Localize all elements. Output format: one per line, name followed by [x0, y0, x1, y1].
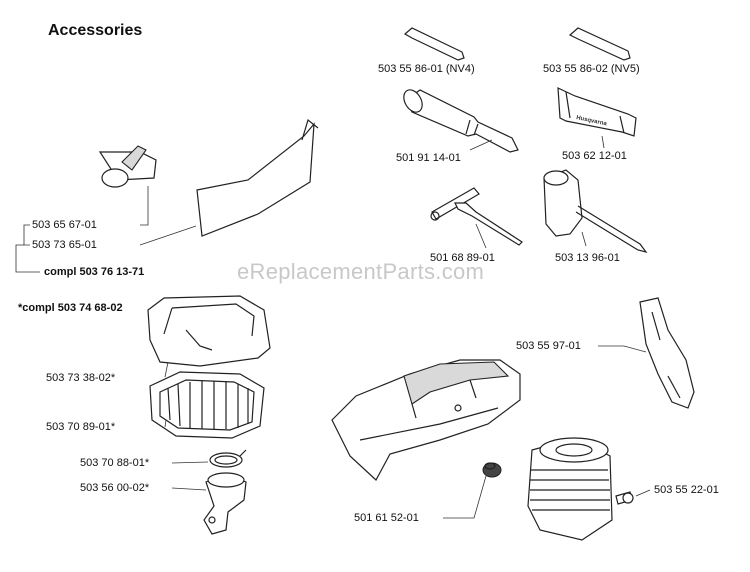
hex-key-nv5 — [568, 27, 631, 61]
label-chain-guard: 503 55 97-01 — [516, 340, 581, 352]
page-title: Accessories — [48, 22, 143, 39]
label-clip: 503 65 67-01 — [32, 219, 97, 231]
t-wrench — [430, 187, 523, 246]
combi-spanner — [543, 169, 648, 253]
intake-elbow — [203, 472, 247, 535]
air-filter — [149, 371, 265, 439]
watermark: eReplacementParts.com — [237, 259, 485, 284]
hex-key-nv4 — [403, 27, 465, 61]
clamp — [209, 449, 247, 468]
cylinder-cover — [331, 359, 521, 481]
bar-cover: Husqvarna — [557, 87, 637, 137]
label-combi-spanner: 503 13 96-01 — [555, 252, 620, 264]
label-hex-key-nv5: 503 55 86-02 (NV5) — [543, 63, 640, 75]
label-cylinder-screw: 503 55 22-01 — [654, 484, 719, 496]
label-bar-cover: 503 62 12-01 — [562, 150, 627, 162]
label-clamp: 503 70 88-01* — [80, 457, 150, 469]
label-grease-gun: 501 91 14-01 — [396, 152, 461, 164]
label-guard-sheet: 503 73 65-01 — [32, 239, 97, 251]
cylinder — [527, 437, 613, 541]
guard-sheet — [196, 118, 319, 237]
label-t-wrench: 501 68 89-01 — [430, 252, 495, 264]
chain-guard — [639, 297, 695, 409]
clip — [98, 145, 157, 188]
label-compl-1: compl 503 76 13-71 — [44, 266, 145, 278]
leader-lines — [15, 135, 651, 519]
label-compl-2: *compl 503 74 68-02 — [18, 302, 123, 314]
label-filter-cover: 503 73 38-02* — [46, 372, 116, 384]
label-cylinder-cover: 501 61 52-01 — [354, 512, 419, 524]
grease-gun — [403, 89, 519, 153]
cover-knob — [482, 462, 502, 478]
filter-cover — [147, 295, 271, 367]
label-hex-key-nv4: 503 55 86-01 (NV4) — [378, 63, 475, 75]
label-air-filter: 503 70 89-01* — [46, 421, 116, 433]
label-intake-elbow: 503 56 00-02* — [80, 482, 150, 494]
cylinder-screw — [615, 491, 634, 505]
